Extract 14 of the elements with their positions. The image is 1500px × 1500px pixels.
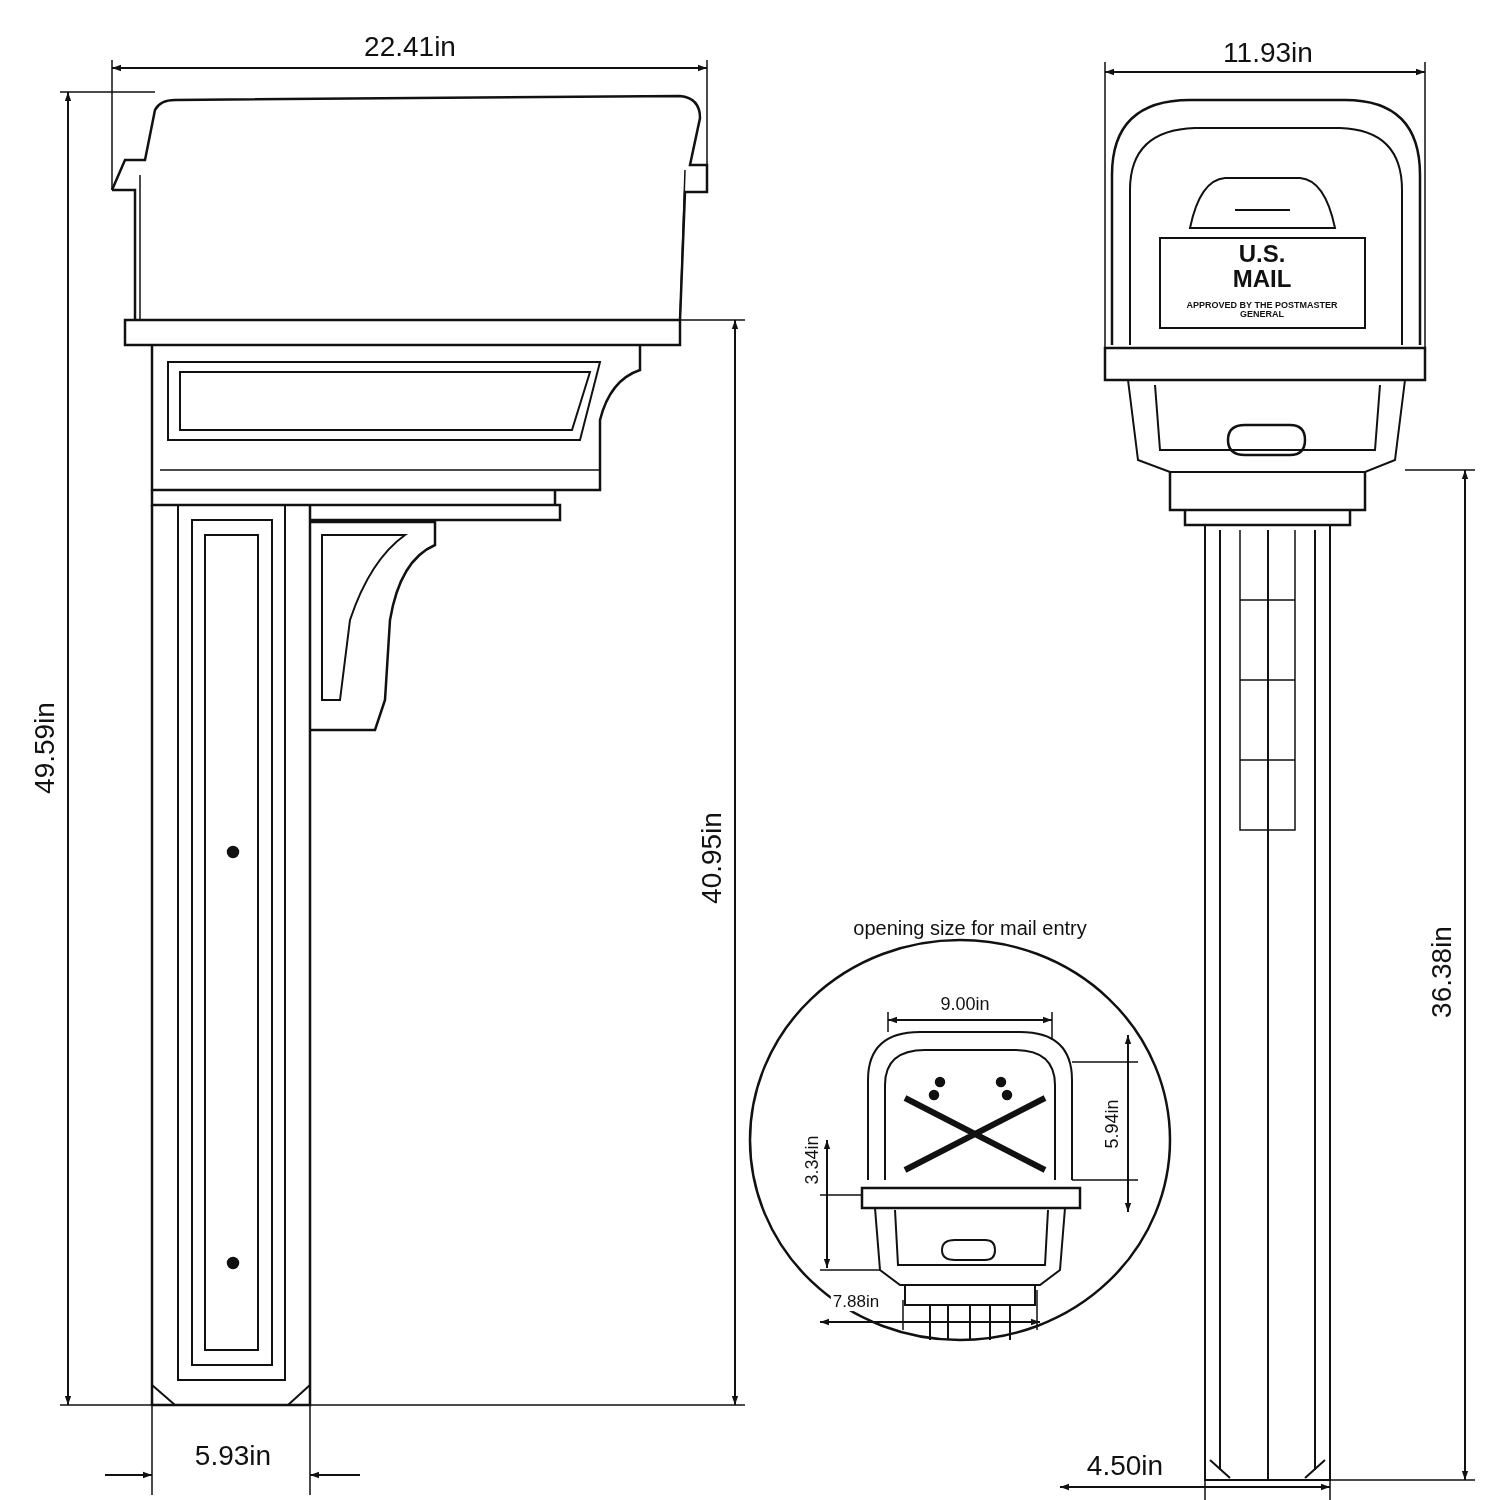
dimension-label: 7.88in bbox=[830, 1293, 882, 1311]
dimension-label: 4.50in bbox=[1086, 1451, 1164, 1481]
inset-caption: opening size for mail entry bbox=[853, 917, 1087, 939]
dimension-label: 40.95in bbox=[697, 812, 727, 904]
plate-text: U.S. MAIL bbox=[1231, 240, 1293, 292]
plate-text: APPROVED BY THE POSTMASTER GENERAL bbox=[1185, 300, 1339, 320]
dimension-label: 49.59in bbox=[30, 702, 60, 794]
dimension-label: 5.94in bbox=[1102, 1099, 1122, 1149]
dimension-label: 3.34in bbox=[802, 1135, 822, 1185]
dimension-label: 5.93in bbox=[194, 1441, 272, 1471]
dimension-label: 9.00in bbox=[940, 994, 990, 1014]
dimension-label: 36.38in bbox=[1427, 926, 1457, 1018]
dimension-label: 11.93in bbox=[1223, 38, 1313, 68]
dimension-label: 22.41in bbox=[364, 32, 456, 62]
